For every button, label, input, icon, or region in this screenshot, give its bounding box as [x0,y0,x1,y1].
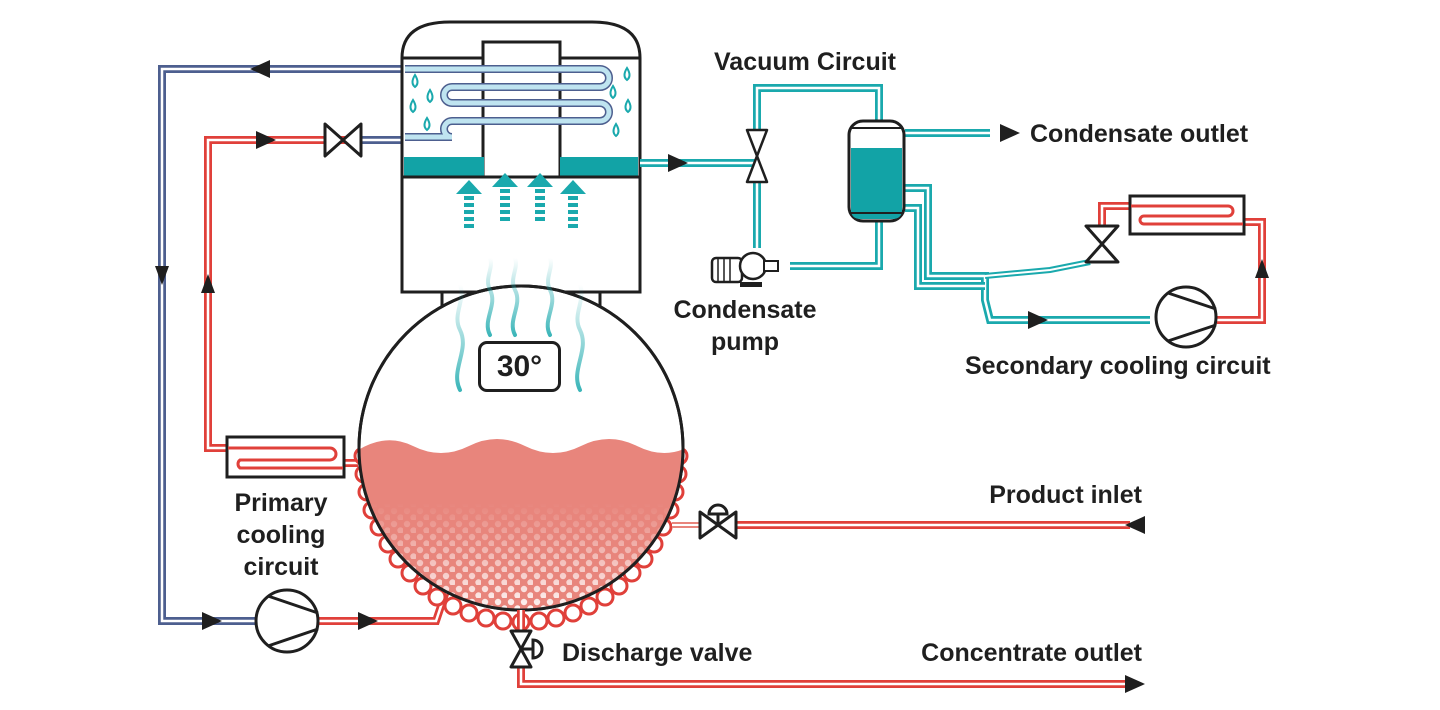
flow-arrow-icon [1000,124,1020,142]
product-inlet-label: Product inlet [989,481,1142,509]
vacuum-circuit [640,84,1150,329]
secondary-valve-icon [1084,224,1120,264]
separator-vessel [847,119,906,223]
flow-arrow-icon [155,266,169,285]
flow-arrow-icon [1028,311,1048,329]
evaporator-sphere [353,256,689,632]
flow-arrow-icon [1255,259,1269,278]
flow-arrow-icon [1125,516,1145,534]
secondary-cooling-circuit [1084,194,1269,349]
primary-pump-icon [254,588,320,654]
vacuum-circuit-label: Vacuum Circuit [714,48,896,76]
condensate-pump-icon [710,251,779,287]
primary-cooling-circuit-label: Primary cooling circuit [234,489,328,581]
flow-arrow-icon [1125,675,1145,693]
discharge-valve-icon [509,629,544,669]
discharge-valve-label: Discharge valve [562,639,753,667]
condenser-vessel [400,20,642,324]
flow-arrow-icon [250,60,270,78]
primary-supply-pipe [204,136,360,452]
condensate-pump-label: Condensate pump [673,296,817,356]
flow-arrow-icon [358,612,378,630]
primary-cooling-circuit [155,60,451,654]
concentrate-outlet-line [509,610,1145,693]
droplet-icons [409,66,632,138]
vapor-arrow-icons [456,173,586,228]
flow-arrow-icon [256,131,276,149]
primary-valve-icon [323,122,363,158]
flow-arrow-icon [201,274,215,293]
condensate-tray [404,157,484,176]
secondary-cooling-circuit-label: Secondary cooling circuit [965,352,1271,380]
steam-icons [455,256,585,392]
flow-arrow-icon [202,612,222,630]
secondary-pump-icon [1154,285,1218,349]
condensate-outlet-label: Condensate outlet [1030,120,1249,148]
vacuum-valve-icon [745,128,769,184]
product-inlet-valve-icon [698,503,738,540]
product-inlet-line [672,503,1145,540]
primary-heat-exchanger-icon [225,435,346,479]
temperature-display: 30° [478,341,561,392]
condensate-tray [560,157,638,176]
concentrate-outlet-label: Concentrate outlet [921,639,1142,667]
secondary-heat-exchanger-icon [1128,194,1246,236]
flow-arrow-icon [668,154,688,172]
